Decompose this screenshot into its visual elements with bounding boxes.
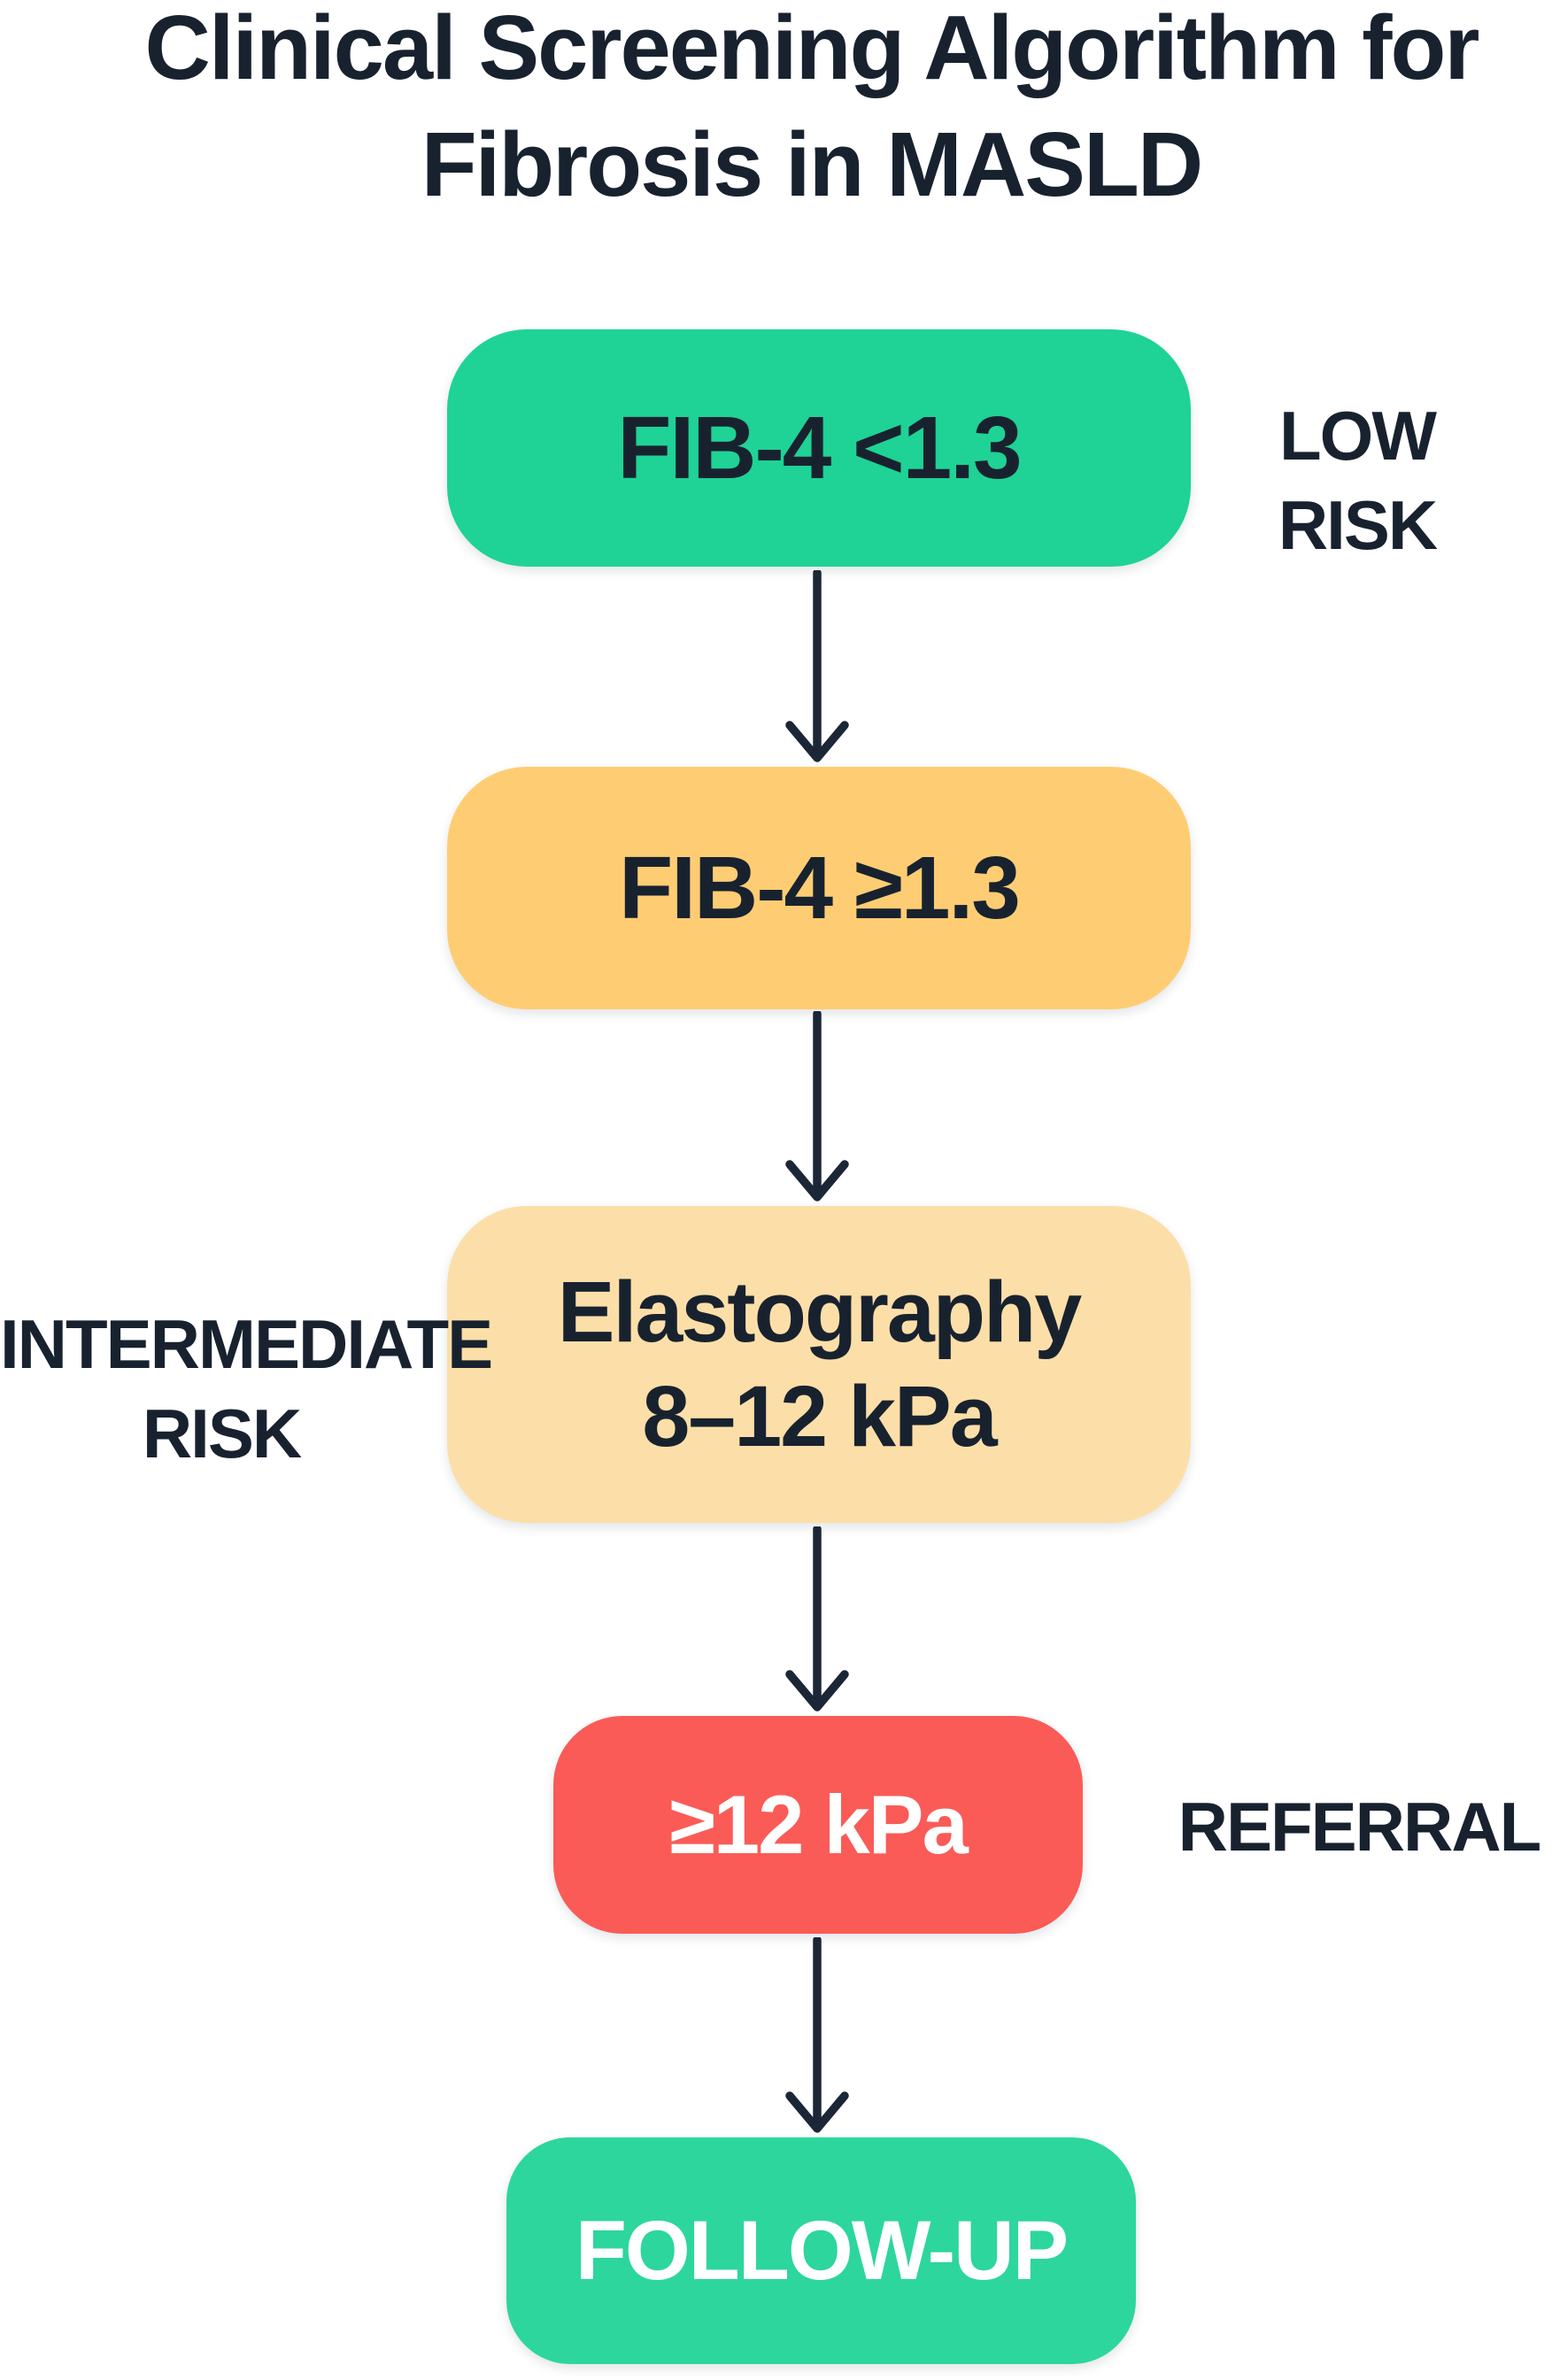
flow-arrow-2 bbox=[785, 1011, 849, 1202]
node-elastography-box: Elastography 8–12 kPa bbox=[447, 1206, 1191, 1523]
label-referral: REFERRAL bbox=[1178, 1782, 1542, 1872]
node-elastography-label: Elastography bbox=[557, 1263, 1082, 1360]
label-intermediate-risk-line-1: INTERMEDIATE bbox=[0, 1305, 493, 1383]
label-intermediate-risk: INTERMEDIATE RISK bbox=[0, 1300, 493, 1479]
node-elastography-sublabel: 8–12 kPa bbox=[642, 1368, 997, 1464]
node-fib4-high-box: FIB-4 ≥1.3 bbox=[447, 767, 1191, 1009]
node-follow-up-label: FOLLOW-UP bbox=[575, 2203, 1069, 2298]
node-fib4-low-label: FIB-4 <1.3 bbox=[617, 398, 1022, 498]
page-title-line-2: Fibrosis in MASLD bbox=[421, 113, 1204, 215]
node-follow-up-box: FOLLOW-UP bbox=[506, 2137, 1136, 2364]
flow-arrow-3 bbox=[785, 1526, 849, 1712]
flow-arrow-4 bbox=[785, 1937, 849, 2133]
label-referral-text: REFERRAL bbox=[1178, 1788, 1542, 1866]
label-low-risk-line-1: LOW bbox=[1279, 397, 1437, 475]
flow-arrow-1 bbox=[785, 570, 849, 762]
label-low-risk: LOW RISK bbox=[1251, 391, 1463, 570]
label-intermediate-risk-line-2: RISK bbox=[142, 1395, 302, 1472]
page-title: Clinical Screening Algorithm for Fibrosi… bbox=[35, 0, 1552, 223]
node-kpa-high-box: ≥12 kPa bbox=[553, 1716, 1083, 1934]
node-fib4-low-box: FIB-4 <1.3 bbox=[447, 329, 1191, 567]
node-fib4-high-label: FIB-4 ≥1.3 bbox=[619, 838, 1021, 938]
page-title-line-1: Clinical Screening Algorithm for bbox=[144, 0, 1480, 98]
node-kpa-high-label: ≥12 kPa bbox=[669, 1778, 969, 1871]
label-low-risk-line-2: RISK bbox=[1278, 486, 1438, 564]
